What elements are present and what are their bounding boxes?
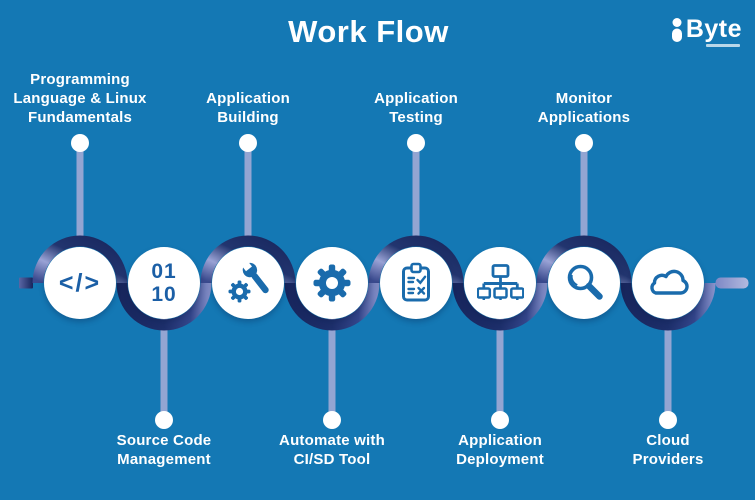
page-title: Work Flow xyxy=(288,14,449,49)
step-label-1: Programming Language & Linux Fundamental… xyxy=(13,70,147,126)
step-label-3: Application Building xyxy=(206,89,290,126)
connector-line xyxy=(412,143,420,243)
step-label-7: Monitor Applications xyxy=(537,89,631,126)
connector-line xyxy=(496,283,504,420)
connector-dot xyxy=(323,411,341,429)
step-circle-2: 01 10 xyxy=(128,247,200,319)
connector-line xyxy=(244,143,252,243)
network-icon xyxy=(476,264,524,300)
connector-dot xyxy=(491,411,509,429)
connector-lines xyxy=(76,143,672,420)
ribbon-arc-bottom xyxy=(284,283,380,331)
ribbon-arc-bottom xyxy=(452,283,548,331)
step-label-6: Application Deployment xyxy=(456,432,544,469)
logo-tagline-bar xyxy=(706,44,740,47)
connector-dot xyxy=(239,134,257,152)
connector-dot xyxy=(71,134,89,152)
brand-logo: Byte xyxy=(670,17,742,47)
step-circle-5 xyxy=(380,247,452,319)
connector-dot xyxy=(575,134,593,152)
connector-line xyxy=(664,283,672,420)
step-label-8: Cloud Providers xyxy=(632,432,704,469)
ribbon-arc-top xyxy=(536,235,632,283)
connector-line xyxy=(76,143,84,243)
binary-icon: 01 10 xyxy=(151,259,177,306)
connector-dot xyxy=(407,134,425,152)
connector-line xyxy=(328,283,336,420)
step-label-5: Application Testing xyxy=(374,89,458,126)
person-icon xyxy=(671,18,682,42)
connector-dot xyxy=(659,411,677,429)
ribbon-arc-bottom xyxy=(116,283,212,331)
step-label-4: Automate with CI/SD Tool xyxy=(279,432,385,469)
connector-dot xyxy=(155,411,173,429)
ribbon-arc-bottom xyxy=(620,283,716,331)
step-circle-4 xyxy=(296,247,368,319)
gear-icon xyxy=(313,264,351,302)
code-icon: </> xyxy=(58,268,102,297)
ribbon-arc-top xyxy=(32,235,128,283)
checklist-icon xyxy=(402,262,430,302)
step-circle-1: </> xyxy=(44,247,116,319)
step-circle-3 xyxy=(212,247,284,319)
connector-line xyxy=(580,143,588,243)
magnifier-icon xyxy=(567,264,603,300)
step-circle-7 xyxy=(548,247,620,319)
step-circle-8 xyxy=(632,247,704,319)
ribbon-stub-left xyxy=(19,277,33,289)
ribbon-stub-right xyxy=(715,277,749,289)
wrench-gear-icon xyxy=(228,261,269,303)
connector-dots xyxy=(71,134,677,429)
cloud-icon xyxy=(650,269,689,295)
ribbon-arc-top xyxy=(368,235,464,283)
brand-name: Byte xyxy=(685,15,742,43)
step-label-2: Source Code Management xyxy=(116,432,212,469)
connector-line xyxy=(160,283,168,420)
ribbon-arcs xyxy=(32,235,716,331)
ribbon-arc-top xyxy=(200,235,296,283)
step-circle-6 xyxy=(464,247,536,319)
